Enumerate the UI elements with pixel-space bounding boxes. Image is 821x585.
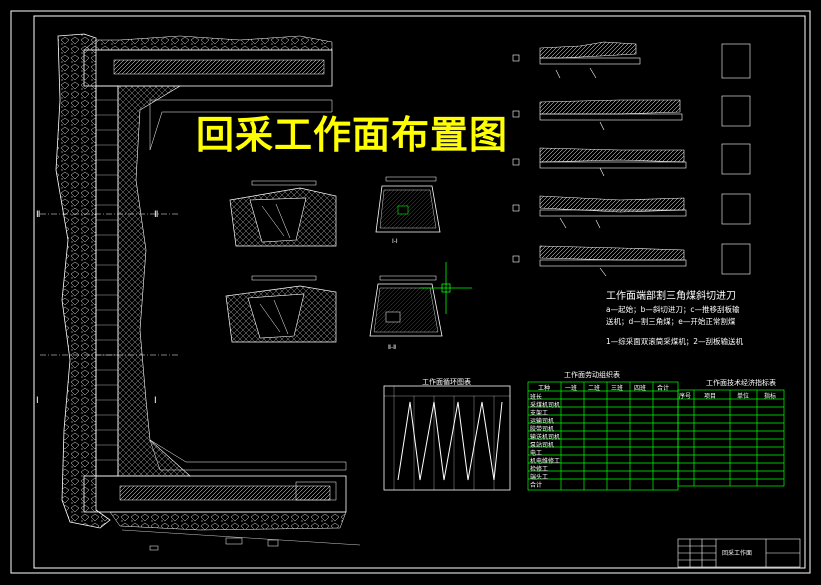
- section-marker-i-left: Ⅰ: [36, 396, 39, 406]
- labor-header-shift3: 三班: [611, 385, 624, 392]
- labor-table-title: 工作面劳动组织表: [564, 371, 620, 379]
- section-view-label-2: Ⅱ-Ⅱ: [388, 344, 397, 351]
- labor-row: 电工: [530, 450, 543, 457]
- labor-row: 胶带司机: [530, 426, 555, 433]
- goaf-zone: [117, 85, 191, 477]
- tech-header-item: 项目: [704, 393, 717, 400]
- tech-header-index: 指标: [764, 393, 777, 400]
- face-plan: [40, 33, 361, 551]
- labor-row: 合计: [530, 482, 543, 489]
- title-block: [677, 538, 801, 568]
- tech-header-no: 序号: [679, 393, 692, 400]
- labor-row: 端头工: [530, 474, 549, 481]
- labor-row: 机电维修工: [530, 458, 561, 465]
- section-marker-ii-right: Ⅱ: [154, 210, 159, 220]
- section-marker-ii-left: Ⅱ: [36, 210, 41, 220]
- end-cut-diagrams: [512, 41, 751, 277]
- labor-header-shift1: 一班: [565, 385, 578, 392]
- outer-border: [10, 10, 811, 574]
- labor-row: 运输司机: [530, 418, 555, 425]
- end-cut-note: 1—综采面双滚筒采煤机；2—刮板输送机: [606, 337, 744, 346]
- labor-row: 支架工: [530, 410, 549, 417]
- labor-row: 输送机司机: [530, 434, 561, 441]
- tech-header-unit: 单位: [737, 393, 750, 400]
- end-cut-legend-line2: 送机；d—割三角煤；e—开始正常割煤: [606, 317, 736, 326]
- labor-header-total: 合计: [657, 385, 670, 392]
- title-block-drawing-name: 回采工作面: [722, 550, 753, 557]
- cad-cursor: [420, 262, 472, 314]
- cycle-chart: [383, 385, 511, 491]
- roadway-sections: [225, 176, 472, 343]
- tech-table-title: 工作面技术经济指标表: [706, 379, 776, 387]
- labor-row: 班长: [530, 394, 543, 401]
- labor-header-shift4: 四班: [634, 385, 647, 392]
- drawing-title: 回采工作面布置图: [196, 113, 509, 157]
- working-face: [95, 85, 119, 477]
- labor-row: 检修工: [530, 466, 549, 473]
- cycle-chart-title: 工作面循环图表: [422, 378, 471, 386]
- labor-row: 泵站司机: [530, 442, 555, 449]
- labor-row: 采煤机司机: [530, 402, 561, 409]
- labor-header-shift2: 二班: [588, 385, 601, 392]
- rock-mass-outer: [55, 33, 111, 529]
- end-cut-legend-line1: a—起始；b—斜切进刀；c—推移刮板输: [606, 305, 740, 314]
- section-view-label-1: Ⅰ-Ⅰ: [392, 238, 398, 245]
- labor-header-trade: 工种: [538, 385, 551, 392]
- section-marker-i-right: Ⅰ: [154, 396, 157, 406]
- tech-table: [677, 389, 785, 487]
- end-cut-title: 工作面端部割三角煤斜切进刀: [606, 291, 736, 302]
- inner-border: [33, 15, 806, 569]
